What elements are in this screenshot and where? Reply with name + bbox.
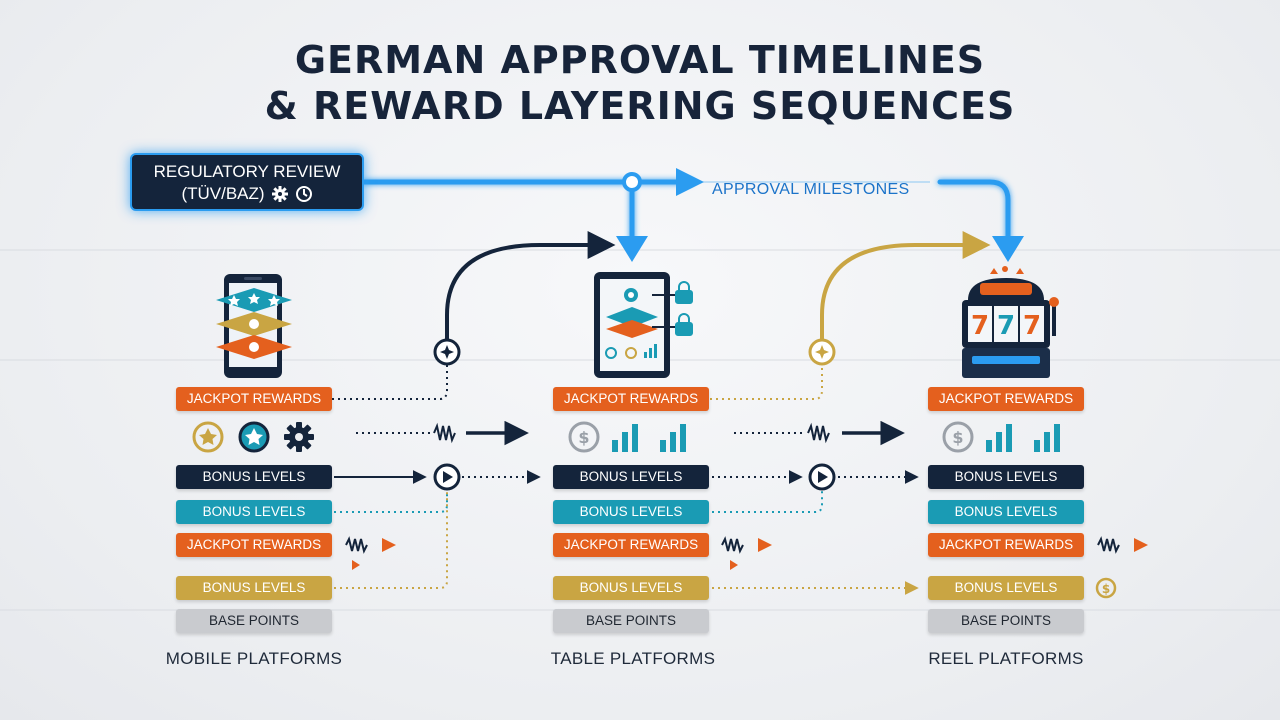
slot-machine-icon	[962, 266, 1059, 378]
play-node-2	[808, 463, 836, 491]
layer-bonus-levels: BONUS LEVELS	[928, 500, 1084, 524]
coin-icon: $	[568, 421, 600, 453]
orange-pointer-arrows	[382, 538, 1148, 552]
svg-text:$: $	[578, 428, 589, 447]
star-badge-icon	[238, 421, 270, 453]
smartphone-icon	[216, 274, 292, 378]
svg-text:$: $	[952, 428, 963, 447]
approval-milestones-label: APPROVAL MILESTONES	[712, 181, 910, 198]
reel-symbol: 7	[1023, 311, 1041, 341]
small-orange-markers	[352, 560, 738, 570]
layer-bonus-levels: BONUS LEVELS	[176, 500, 332, 524]
title-line-1: GERMAN APPROVAL TIMELINES	[294, 38, 986, 82]
platform-label-mobile: MOBILE PLATFORMS	[165, 649, 343, 668]
regulatory-review-box: REGULATORY REVIEW (TÜV/BAZ)	[130, 153, 364, 211]
diamond-layer-gold	[216, 312, 292, 336]
lock-icon	[675, 313, 693, 336]
layer-jackpot-rewards: JACKPOT REWARDS	[176, 533, 332, 557]
icon-row-reel: $	[942, 421, 1060, 453]
layer-jackpot-rewards: JACKPOT REWARDS	[553, 387, 709, 411]
tablet-icon	[594, 272, 676, 378]
title-line-2: & REWARD LAYERING SEQUENCES	[264, 84, 1016, 128]
layer-bonus-levels: BONUS LEVELS	[928, 465, 1084, 489]
reel-symbol: 7	[997, 311, 1015, 341]
layer-jackpot-rewards: JACKPOT REWARDS	[553, 533, 709, 557]
platform-label-table: TABLE PLATFORMS	[550, 649, 716, 668]
regulatory-flow-arrows	[361, 179, 1011, 248]
layer-bonus-levels: BONUS LEVELS	[176, 465, 332, 489]
diamond-layer-orange	[216, 335, 292, 359]
gold-arc	[820, 231, 991, 345]
star-badge-icon	[192, 421, 224, 453]
reel-symbols: 7 7 7	[971, 311, 1041, 341]
lock-icon	[675, 281, 693, 304]
wave-icon	[345, 536, 368, 554]
gear-icon	[624, 288, 638, 302]
signal-waves	[345, 422, 1120, 554]
navy-arc	[445, 231, 616, 345]
wave-icon	[433, 422, 456, 444]
regulatory-arrowheads	[616, 168, 1024, 262]
layer-bonus-levels: BONUS LEVELS	[176, 576, 332, 600]
layer-jackpot-rewards: JACKPOT REWARDS	[928, 533, 1084, 557]
connectors-2-3	[710, 360, 919, 595]
bar-chart-icon	[1034, 424, 1060, 452]
layer-bonus-levels: BONUS LEVELS	[553, 576, 709, 600]
coin-icon: $	[942, 421, 974, 453]
layer-base-points: BASE POINTS	[553, 609, 709, 633]
gear-icon	[284, 422, 314, 452]
review-subtitle: (TÜV/BAZ)	[181, 184, 265, 203]
svg-text:$: $	[1102, 582, 1110, 596]
gear-icon	[271, 186, 288, 202]
milestone-node	[622, 172, 642, 192]
bar-chart-icon	[612, 424, 638, 452]
connectors-1-2	[332, 360, 541, 589]
clock-icon	[295, 186, 312, 202]
reel-symbol: 7	[971, 311, 989, 341]
layer-base-points: BASE POINTS	[928, 609, 1084, 633]
layer-jackpot-rewards: JACKPOT REWARDS	[176, 387, 332, 411]
layer-jackpot-rewards: JACKPOT REWARDS	[928, 387, 1084, 411]
layer-base-points: BASE POINTS	[176, 609, 332, 633]
icon-row-mobile	[192, 421, 314, 453]
platform-label-reel: REEL PLATFORMS	[928, 649, 1084, 668]
spark-node-gold	[808, 338, 836, 366]
play-node-1	[433, 463, 461, 491]
review-subtitle-row: (TÜV/BAZ)	[132, 183, 362, 205]
diamond-layer-teal	[216, 288, 292, 312]
wave-icon	[807, 422, 830, 444]
wave-icon	[1097, 536, 1120, 554]
layer-bonus-levels: BONUS LEVELS	[928, 576, 1084, 600]
bar-chart-icon	[986, 424, 1012, 452]
layer-bonus-levels: BONUS LEVELS	[553, 465, 709, 489]
wave-icon	[721, 536, 744, 554]
bar-chart-icon	[660, 424, 686, 452]
coin-icon: $	[1095, 577, 1117, 599]
spark-node-navy	[433, 338, 461, 366]
layer-bonus-levels: BONUS LEVELS	[553, 500, 709, 524]
icon-row-table: $	[568, 421, 686, 453]
review-title: REGULATORY REVIEW	[153, 162, 341, 181]
